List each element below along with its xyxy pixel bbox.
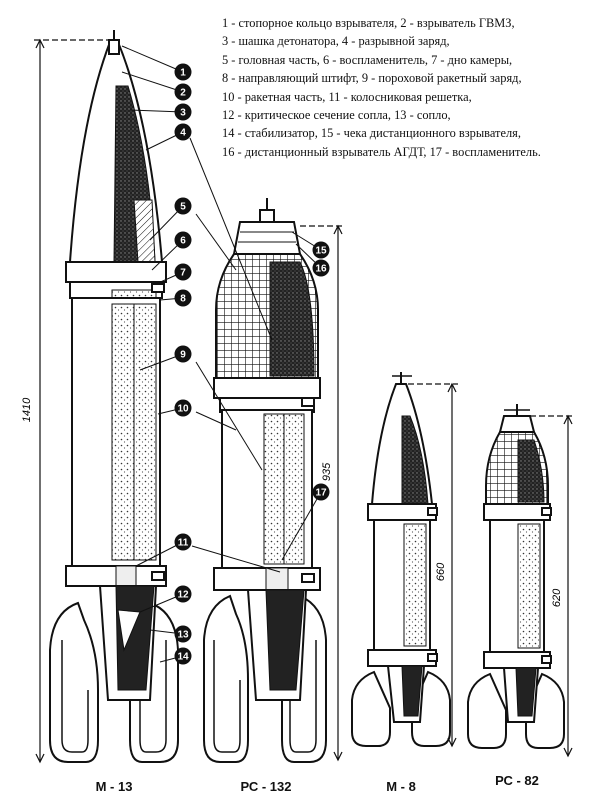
dimension-m8: 660 [435, 562, 447, 581]
rocket-label-m13: М - 13 [95, 779, 133, 794]
svg-text:15: 15 [315, 246, 327, 257]
rocket-m8 [351, 372, 451, 747]
callout-10: 10 [174, 399, 192, 417]
callout-9: 9 [174, 345, 192, 363]
callout-16: 16 [312, 259, 330, 277]
callout-17: 17 [312, 483, 330, 501]
rs132-fin-left [203, 594, 249, 763]
m13-fuze [108, 39, 120, 55]
dimension-rs132: 935 [321, 462, 333, 481]
svg-text:16: 16 [315, 264, 327, 275]
svg-text:4: 4 [180, 128, 186, 139]
legend: 1 - стопорное кольцо взрывателя, 2 - взр… [222, 14, 590, 161]
svg-text:2: 2 [180, 88, 186, 99]
rocket-rs132 [203, 198, 327, 763]
dimension-m13: 1410 [21, 397, 33, 422]
svg-text:10: 10 [177, 404, 189, 415]
callout-14: 14 [174, 647, 192, 665]
callout-15: 15 [312, 241, 330, 259]
svg-text:14: 14 [177, 652, 189, 663]
rocket-rs82 [467, 404, 565, 749]
callout-13: 13 [174, 625, 192, 643]
legend-line: 3 - шашка детонатора, 4 - разрывной заря… [222, 34, 450, 49]
callout-12: 12 [174, 585, 192, 603]
svg-text:3: 3 [180, 108, 186, 119]
m13-fin-left [49, 601, 99, 763]
callout-11: 11 [174, 533, 192, 551]
rocket-m13 [49, 30, 179, 763]
callout-8: 8 [174, 289, 192, 307]
legend-line: 5 - головная часть, 6 - воспламенитель, … [222, 52, 513, 67]
callout-1: 1 [174, 63, 192, 81]
legend-line: 1 - стопорное кольцо взрывателя, 2 - взр… [222, 16, 515, 30]
svg-text:12: 12 [177, 590, 189, 601]
rocket-label-m8: М - 8 [386, 779, 416, 794]
legend-line: 12 - критическое сечение сопла, 13 - соп… [222, 108, 451, 123]
callout-6: 6 [174, 231, 192, 249]
svg-text:13: 13 [177, 630, 189, 641]
legend-line: 10 - ракетная часть, 11 - колосниковая р… [222, 89, 472, 104]
callout-group: 1 2 3 4 5 6 7 8 9 10 11 12 13 14 15 16 1… [174, 63, 330, 665]
callout-5: 5 [174, 197, 192, 215]
rocket-label-rs132: РС - 132 [240, 779, 292, 794]
callout-7: 7 [174, 263, 192, 281]
callout-4: 4 [174, 123, 192, 141]
svg-text:17: 17 [315, 488, 327, 499]
svg-text:9: 9 [180, 350, 186, 361]
svg-text:11: 11 [178, 538, 189, 549]
callout-3: 3 [174, 103, 192, 121]
svg-text:1: 1 [180, 68, 186, 79]
svg-text:6: 6 [180, 236, 186, 247]
leader-lines [121, 45, 322, 663]
svg-text:5: 5 [180, 202, 186, 213]
rs82-fin-left [467, 672, 507, 749]
legend-line: 14 - стабилизатор, 15 - чека дистанционн… [222, 126, 521, 141]
dimension-rs82: 620 [551, 588, 563, 607]
rocket-label-rs82: РС - 82 [495, 773, 539, 788]
legend-line: 8 - направляющий штифт, 9 - пороховой ра… [222, 71, 522, 86]
svg-text:8: 8 [180, 294, 186, 305]
dimension-lines [34, 38, 574, 764]
legend-line: 16 - дистанционный взрыватель АГДТ, 17 -… [222, 144, 541, 159]
rs132-fuze [232, 221, 302, 255]
svg-text:7: 7 [180, 268, 186, 279]
callout-2: 2 [174, 83, 192, 101]
m8-fin-left [351, 670, 391, 747]
